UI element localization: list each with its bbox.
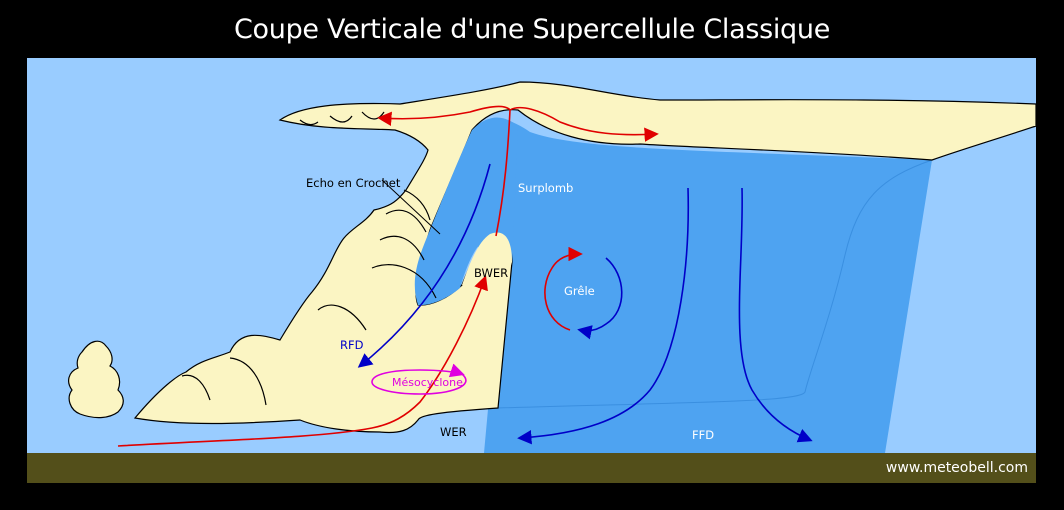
hail-label: Grêle bbox=[564, 284, 595, 298]
precipitation-core bbox=[470, 118, 932, 454]
wer-label: WER bbox=[440, 425, 467, 439]
main-updraft-arrow bbox=[495, 109, 511, 237]
hail-circulation-blue bbox=[577, 257, 623, 340]
ground bbox=[27, 453, 1036, 483]
diagram-title: Coupe Verticale d'une Supercellule Class… bbox=[233, 14, 831, 45]
small-cloud bbox=[68, 340, 124, 419]
top-divergence-right bbox=[509, 106, 659, 142]
rfd-arrow bbox=[357, 163, 491, 368]
mesocyclone-ellipse bbox=[371, 363, 467, 395]
hook-echo-leader bbox=[381, 179, 441, 235]
forward-precip-outline bbox=[497, 159, 933, 409]
overhang-label: Surplomb bbox=[518, 181, 573, 195]
mesocyclone-label: Mésocyclone bbox=[392, 376, 463, 389]
hook-echo bbox=[414, 117, 518, 306]
rfd-label: RFD bbox=[340, 338, 364, 352]
inflow-updraft-arrow bbox=[117, 275, 488, 447]
hail-circulation-red bbox=[544, 246, 583, 331]
ffd-arrow-left bbox=[517, 187, 690, 445]
top-divergence-left bbox=[377, 105, 511, 126]
ffd-arrow-right bbox=[738, 187, 813, 443]
cloud-texture bbox=[181, 189, 437, 406]
watermark-text: www.meteobell.com bbox=[886, 460, 1028, 476]
ffd-label: FFD bbox=[692, 428, 714, 442]
bwer-label: BWER bbox=[474, 266, 508, 280]
hook-echo-label: Echo en Crochet bbox=[306, 176, 401, 190]
